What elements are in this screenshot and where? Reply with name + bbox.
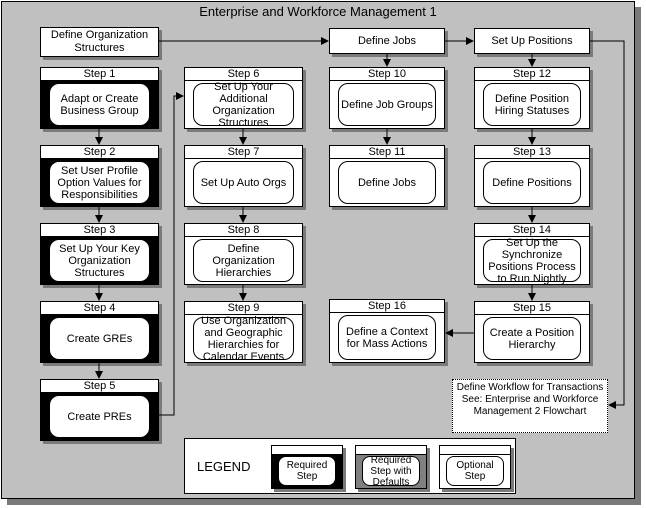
legend-required-label: Required Step bbox=[278, 456, 336, 486]
step-11: Step 11 Define Jobs bbox=[329, 145, 445, 207]
step-text: Adapt or Create Business Group bbox=[49, 83, 150, 126]
step-text: Set Up Auto Orgs bbox=[193, 161, 294, 204]
header-define-jobs: Define Jobs bbox=[329, 28, 445, 54]
workflow-note: Define Workflow for Transactions See: En… bbox=[452, 379, 608, 433]
step-text: Set Up the Synchronize Positions Process… bbox=[483, 237, 581, 285]
step-3: Step 3 Set Up Your Key Organization Stru… bbox=[40, 223, 159, 285]
step-15: Step 15 Create a Position Hierarchy bbox=[474, 301, 590, 363]
step-text: Define Job Groups bbox=[338, 83, 436, 126]
step-label: Step 4 bbox=[41, 302, 158, 315]
step-7: Step 7 Set Up Auto Orgs bbox=[184, 145, 303, 207]
step-label: Step 9 bbox=[185, 302, 302, 315]
step-label: Step 13 bbox=[475, 146, 589, 159]
step-text: Use Organization and Geographic Hierarch… bbox=[193, 315, 294, 363]
step-16: Step 16 Define a Context for Mass Action… bbox=[329, 299, 445, 363]
step-label: Step 10 bbox=[330, 68, 444, 81]
step-label: Step 15 bbox=[475, 302, 589, 315]
legend-title: LEGEND bbox=[197, 459, 251, 474]
step-label: Step 16 bbox=[330, 300, 444, 313]
legend-required-defaults-step: Required Step with Defaults bbox=[355, 445, 427, 489]
step-label: Step 12 bbox=[475, 68, 589, 81]
legend-required-step: Required Step bbox=[271, 445, 343, 489]
step-text: Set Up Your Key Organization Structures bbox=[49, 239, 150, 282]
step-14: Step 14 Set Up the Synchronize Positions… bbox=[474, 223, 590, 285]
step-text: Create PREs bbox=[49, 395, 150, 438]
step-label: Step 1 bbox=[41, 68, 158, 81]
step-label: Step 14 bbox=[475, 224, 589, 237]
legend-optional-label: Optional Step bbox=[446, 456, 504, 486]
step-12: Step 12 Define Position Hiring Statuses bbox=[474, 67, 590, 129]
step-9: Step 9 Use Organization and Geographic H… bbox=[184, 301, 303, 363]
step-label: Step 2 bbox=[41, 146, 158, 159]
step-label: Step 8 bbox=[185, 224, 302, 237]
diagram-title: Enterprise and Workforce Management 1 bbox=[199, 4, 437, 19]
workflow-note-reference: See: Enterprise and Workforce Management… bbox=[461, 394, 599, 417]
workflow-note-title: Define Workflow for Transactions bbox=[456, 382, 604, 393]
step-text: Define Jobs bbox=[338, 161, 436, 204]
header-set-up-positions: Set Up Positions bbox=[474, 28, 590, 54]
header-define-org-structures: Define Organization Structures bbox=[40, 27, 159, 57]
step-text: Define a Context for Mass Actions bbox=[338, 315, 436, 360]
step-text: Define Positions bbox=[483, 161, 581, 204]
legend-required-defaults-label: Required Step with Defaults bbox=[362, 455, 420, 488]
step-13: Step 13 Define Positions bbox=[474, 145, 590, 207]
step-label: Step 11 bbox=[330, 146, 444, 159]
step-text: Define Organization Hierarchies bbox=[193, 239, 294, 282]
step-label: Step 7 bbox=[185, 146, 302, 159]
step-6: Step 6 Set Up Your Additional Organizati… bbox=[184, 67, 303, 129]
step-8: Step 8 Define Organization Hierarchies bbox=[184, 223, 303, 285]
step-label: Step 5 bbox=[41, 380, 158, 393]
step-text: Create a Position Hierarchy bbox=[483, 317, 581, 360]
step-text: Set User Profile Option Values for Respo… bbox=[49, 161, 150, 204]
step-text: Set Up Your Additional Organization Stru… bbox=[193, 81, 294, 129]
step-2: Step 2 Set User Profile Option Values fo… bbox=[40, 145, 159, 207]
step-label: Step 3 bbox=[41, 224, 158, 237]
step-label: Step 6 bbox=[185, 68, 302, 81]
step-text: Create GREs bbox=[49, 317, 150, 360]
step-5: Step 5 Create PREs bbox=[40, 379, 159, 441]
step-text: Define Position Hiring Statuses bbox=[483, 83, 581, 126]
legend: LEGEND Required Step Required Step with … bbox=[184, 438, 516, 494]
step-1: Step 1 Adapt or Create Business Group bbox=[40, 67, 159, 129]
step-10: Step 10 Define Job Groups bbox=[329, 67, 445, 129]
legend-optional-step: Optional Step bbox=[439, 445, 511, 489]
step-4: Step 4 Create GREs bbox=[40, 301, 159, 363]
